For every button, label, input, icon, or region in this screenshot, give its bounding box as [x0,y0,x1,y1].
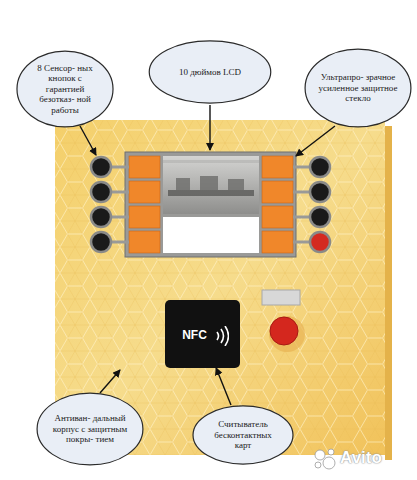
callout-bubble: 8 Сенсор- ных кнопок с гарантией безотка… [16,50,114,128]
callout-text: 10 дюймов LCD [179,67,241,77]
callout-text: Антиван- дальный корпус с защитным покры… [50,413,130,444]
lcd-white-area [163,217,259,253]
callout-text: 8 Сенсор- ных кнопок с гарантией безотка… [30,63,100,115]
callout-bubble: 10 дюймов LCD [148,40,272,104]
nfc-waves [215,326,229,346]
red-button [270,317,298,345]
card-slot [262,290,300,305]
callout-bubble: Считыватель бесконтактных карт [192,405,294,465]
button-shadow [269,316,305,352]
leader-lines [80,105,335,393]
callout-bubble: Ультрапро- зрачное усиленное защитное ст… [304,48,412,128]
watermark-logo [315,449,335,469]
panel-side [385,126,392,460]
callout-text: Считыватель бесконтактных карт [206,419,280,450]
reader-logo-text: NFC [182,329,207,343]
orange-soft-keys [129,156,293,253]
callout-bubble: Антиван- дальный корпус с защитным покры… [36,392,144,466]
factory-scene [163,160,259,196]
callout-text: Ультрапро- зрачное усиленное защитное ст… [318,72,398,103]
lcd-photo [163,156,259,214]
nfc-reader: NFC [165,300,240,368]
callout-arrow [216,368,231,405]
screen-frame [125,152,296,257]
button-links [110,167,312,242]
touch-buttons [91,157,330,252]
watermark: Avito [340,448,382,468]
